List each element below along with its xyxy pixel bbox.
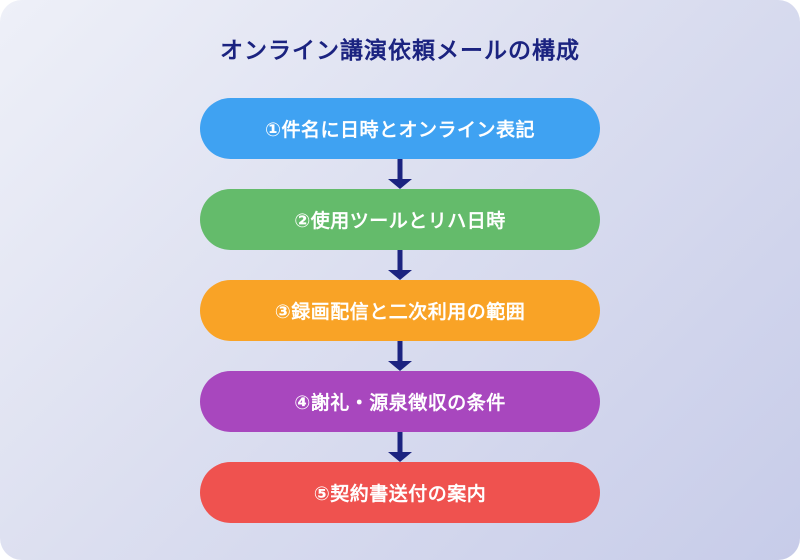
down-arrow-icon xyxy=(200,159,600,189)
flow-step-4: ④謝礼・源泉徴収の条件 xyxy=(200,371,600,432)
flow-step-3: ③録画配信と二次利用の範囲 xyxy=(200,280,600,341)
flow-step-5: ⑤契約書送付の案内 xyxy=(200,462,600,523)
page-title: オンライン講演依頼メールの構成 xyxy=(220,37,580,63)
flow-step-2: ②使用ツールとリハ日時 xyxy=(200,189,600,250)
arrow-stem xyxy=(397,250,403,271)
down-arrow-icon xyxy=(200,432,600,462)
flow-step-1: ①件名に日時とオンライン表記 xyxy=(200,98,600,159)
down-arrow-icon xyxy=(200,250,600,280)
arrow-stem xyxy=(397,432,403,453)
arrow-stem xyxy=(397,341,403,362)
flow-diagram: ①件名に日時とオンライン表記 ②使用ツールとリハ日時 ③録画配信と二次利用の範囲… xyxy=(200,98,600,523)
down-arrow-icon xyxy=(200,341,600,371)
arrow-head xyxy=(388,361,412,371)
arrow-head xyxy=(388,179,412,189)
arrow-head xyxy=(388,452,412,462)
arrow-head xyxy=(388,270,412,280)
arrow-stem xyxy=(397,159,403,180)
